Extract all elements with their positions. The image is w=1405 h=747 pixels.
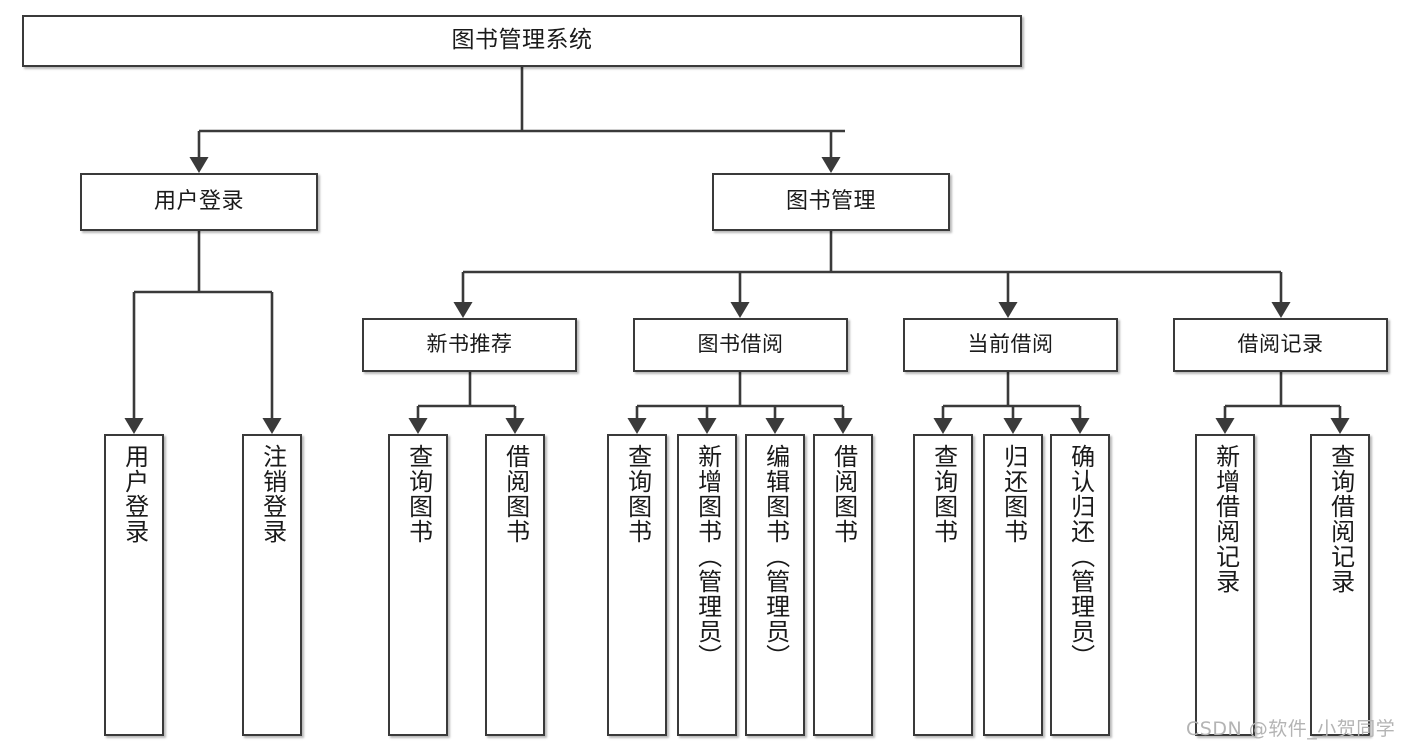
- node-current-borrow-label: 当前借阅: [967, 332, 1054, 357]
- node-borrow-record[interactable]: 借阅记录: [1173, 318, 1388, 372]
- node-book-borrow[interactable]: 图书借阅: [633, 318, 848, 372]
- node-borrow-record-label: 借阅记录: [1237, 332, 1324, 357]
- node-new-book-rec[interactable]: 新书推荐: [362, 318, 577, 372]
- node-leaf-add-record[interactable]: 新增借阅记录: [1195, 434, 1255, 736]
- node-leaf-add-book-label: 新增图书（管理员）: [693, 444, 722, 669]
- node-new-book-rec-label: 新书推荐: [426, 332, 513, 357]
- node-leaf-return-book-label: 归还图书: [999, 444, 1028, 544]
- watermark: CSDN @软件_小贺同学: [1186, 718, 1396, 740]
- node-leaf-borrow-book-1-label: 借阅图书: [501, 444, 530, 544]
- node-leaf-query-book-1[interactable]: 查询图书: [388, 434, 448, 736]
- node-leaf-query-book-1-label: 查询图书: [404, 444, 433, 544]
- node-user-login-label: 用户登录: [153, 188, 244, 214]
- node-leaf-query-book-3-label: 查询图书: [929, 444, 958, 544]
- node-leaf-borrow-book-1[interactable]: 借阅图书: [485, 434, 545, 736]
- node-root[interactable]: 图书管理系统: [22, 15, 1022, 67]
- node-current-borrow[interactable]: 当前借阅: [903, 318, 1118, 372]
- node-book-borrow-label: 图书借阅: [697, 332, 784, 357]
- node-leaf-query-book-3[interactable]: 查询图书: [913, 434, 973, 736]
- node-leaf-query-record-label: 查询借阅记录: [1326, 444, 1355, 594]
- node-leaf-confirm-return-label: 确认归还（管理员）: [1066, 444, 1095, 669]
- node-root-label: 图书管理系统: [451, 27, 593, 54]
- node-leaf-add-book[interactable]: 新增图书（管理员）: [677, 434, 737, 736]
- node-leaf-logout[interactable]: 注销登录: [242, 434, 302, 736]
- node-leaf-user-login-label: 用户登录: [120, 444, 149, 544]
- node-user-login[interactable]: 用户登录: [80, 173, 318, 231]
- node-leaf-user-login[interactable]: 用户登录: [104, 434, 164, 736]
- node-leaf-confirm-return[interactable]: 确认归还（管理员）: [1050, 434, 1110, 736]
- node-leaf-borrow-book-2[interactable]: 借阅图书: [813, 434, 873, 736]
- node-leaf-borrow-book-2-label: 借阅图书: [829, 444, 858, 544]
- node-leaf-query-book-2[interactable]: 查询图书: [607, 434, 667, 736]
- node-leaf-edit-book[interactable]: 编辑图书（管理员）: [745, 434, 805, 736]
- node-leaf-logout-label: 注销登录: [258, 444, 287, 544]
- node-leaf-edit-book-label: 编辑图书（管理员）: [761, 444, 790, 669]
- node-leaf-query-record[interactable]: 查询借阅记录: [1310, 434, 1370, 736]
- node-book-manage[interactable]: 图书管理: [712, 173, 950, 231]
- node-book-manage-label: 图书管理: [785, 188, 876, 214]
- node-leaf-add-record-label: 新增借阅记录: [1211, 444, 1240, 594]
- node-leaf-return-book[interactable]: 归还图书: [983, 434, 1043, 736]
- node-leaf-query-book-2-label: 查询图书: [623, 444, 652, 544]
